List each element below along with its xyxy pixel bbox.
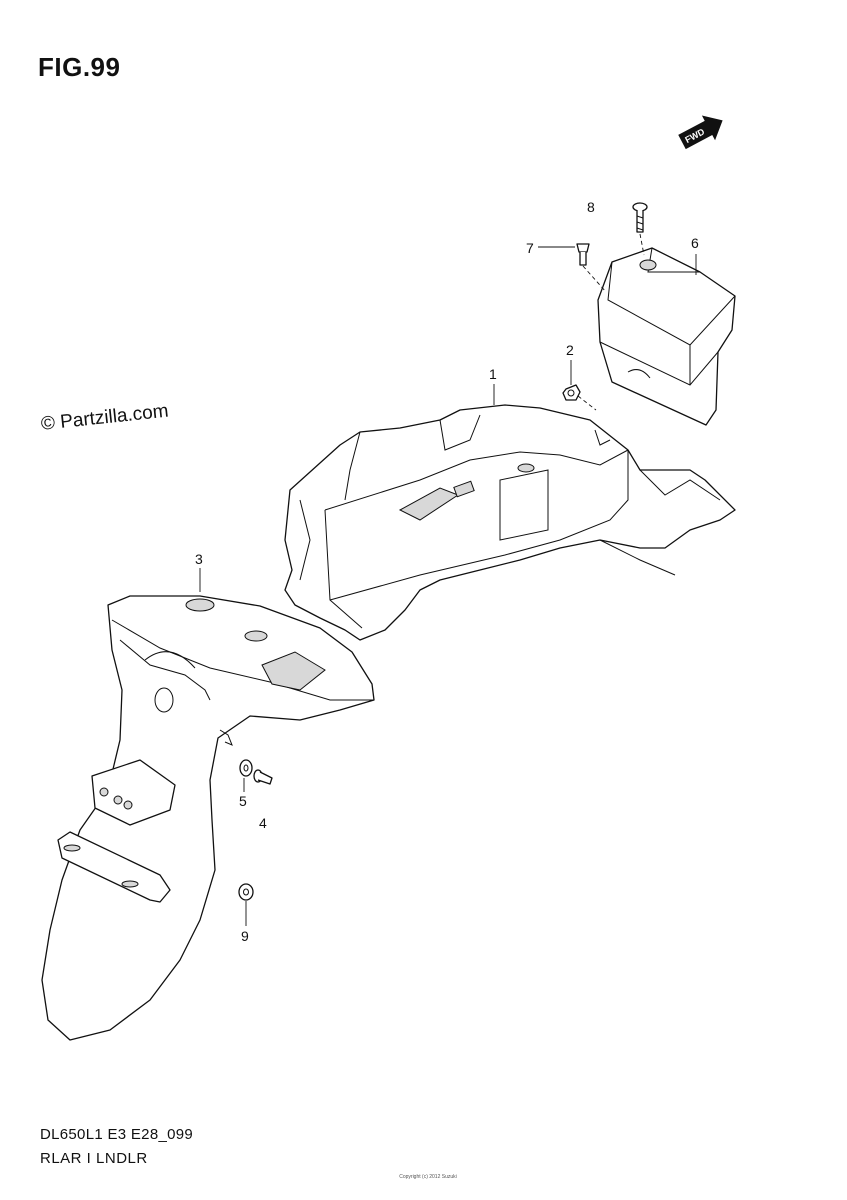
fine-print: Copyright (c) 2012 Suzuki (399, 1174, 457, 1180)
callout-8: 8 (587, 199, 595, 215)
part-1-rear-fender[interactable] (284, 404, 736, 641)
part-8-screw[interactable] (632, 202, 648, 233)
part-8-guide (639, 233, 645, 256)
part-6-box[interactable] (597, 247, 736, 426)
fwd-arrow-icon: FWD (678, 115, 723, 150)
part-7-clip[interactable] (576, 243, 590, 266)
part-2-nut[interactable] (562, 384, 581, 401)
part-2-guide (577, 395, 597, 411)
part-3-mudguard[interactable] (41, 595, 375, 1041)
callout-2: 2 (566, 342, 574, 358)
figure-name: RLAR I LNDLR (40, 1150, 148, 1167)
figure-title: FIG.99 (38, 52, 121, 82)
callout-9: 9 (241, 928, 249, 944)
part-5-washer[interactable] (239, 759, 253, 777)
part-4-bolt[interactable] (253, 769, 273, 785)
callout-5: 5 (239, 793, 247, 809)
callout-1: 1 (489, 366, 497, 382)
callout-7: 7 (526, 240, 534, 256)
figure-code: DL650L1 E3 E28_099 (40, 1126, 194, 1143)
part-9-washer[interactable] (238, 883, 254, 901)
part-7-guide (582, 265, 607, 293)
callout-3: 3 (195, 551, 203, 567)
callout-6: 6 (691, 235, 699, 251)
callout-4: 4 (259, 815, 267, 831)
